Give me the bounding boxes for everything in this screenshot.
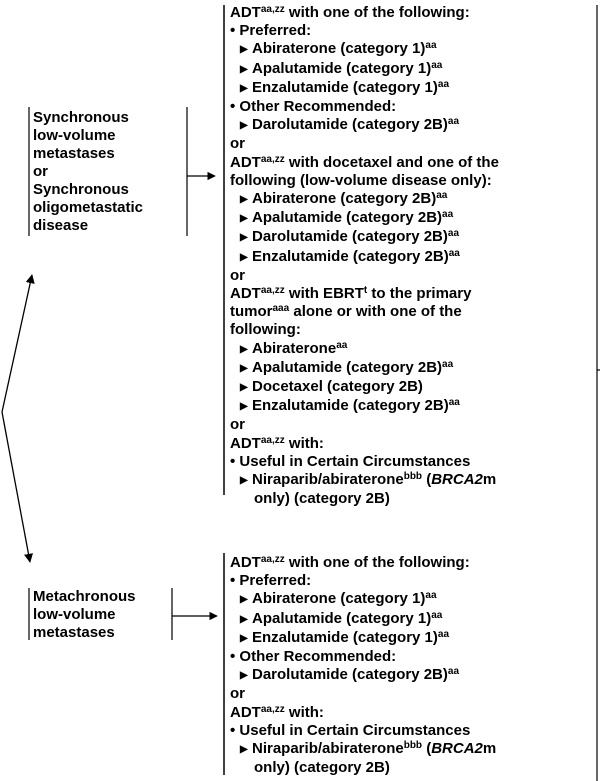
list-item: ▶Darolutamide (category 2B)aa [230, 116, 590, 135]
triangle-right-icon: ▶ [240, 82, 248, 94]
label-line: oligometastatic [33, 199, 144, 216]
list-item: ▶Darolutamide (category 2B)aa [230, 228, 590, 247]
list-item-cont: only) (category 2B) [254, 490, 390, 508]
triangle-right-icon: ▶ [240, 613, 248, 625]
list-item: ▶Apalutamide (category 1)aa [230, 610, 590, 629]
triangle-right-icon: ▶ [240, 232, 248, 244]
option-heading: ADTaa,zz with one of the following: [230, 554, 470, 571]
triangle-right-icon: ▶ [240, 44, 248, 56]
or-separator: or [230, 416, 245, 434]
list-item: ▶Niraparib/abirateronebbb (BRCA2m [230, 471, 590, 490]
list-item: ▶Enzalutamide (category 1)aa [230, 79, 590, 98]
triangle-right-icon: ▶ [240, 401, 248, 413]
triangle-right-icon: ▶ [240, 475, 248, 487]
triangle-right-icon: ▶ [240, 632, 248, 644]
triangle-right-icon: ▶ [240, 744, 248, 756]
option-heading-cont: following (low-volume disease only): [230, 171, 492, 189]
option-heading: ADTaa,zz with: [230, 703, 324, 721]
synchronous-label: Synchronous low-volume metastases or Syn… [33, 109, 143, 235]
metachronous-label: Metachronous low-volume metastases [33, 588, 136, 642]
label-line: Synchronous [33, 109, 129, 126]
option-heading: ADTaa,zz with: [230, 434, 324, 452]
synchronous-treatment-block: ADTaa,zz with one of the following: • Pr… [230, 4, 590, 508]
list-item: ▶Niraparib/abirateronebbb (BRCA2m [230, 740, 590, 759]
option-heading: ADTaa,zz with docetaxel and one of the [230, 153, 499, 171]
list-item: ▶Abiraterone (category 1)aa [230, 40, 590, 59]
option-heading-cont: tumoraaa alone or with one of the [230, 303, 462, 321]
label-line: low-volume [33, 127, 116, 144]
other-recommended-heading: • Other Recommended: [230, 98, 397, 116]
label-line: Synchronous [33, 181, 129, 198]
or-separator: or [230, 685, 245, 703]
list-item: ▶Abiraterone (category 2B)aa [230, 190, 590, 209]
triangle-right-icon: ▶ [240, 194, 248, 206]
triangle-right-icon: ▶ [240, 63, 248, 75]
triangle-right-icon: ▶ [240, 120, 248, 132]
label-line: disease [33, 217, 89, 234]
useful-heading: • Useful in Certain Circumstances [230, 452, 471, 470]
list-item: ▶Enzalutamide (category 2B)aa [230, 397, 590, 416]
triangle-right-icon: ▶ [240, 670, 248, 682]
preferred-heading: • Preferred: [230, 572, 312, 590]
option-heading-cont: following: [230, 321, 301, 339]
arrow-down-to-metachronous [1, 411, 33, 563]
option-heading: ADTaa,zz with one of the following: [230, 4, 470, 21]
metachronous-treatment-block: ADTaa,zz with one of the following: • Pr… [230, 554, 590, 777]
list-item: ▶Enzalutamide (category 1)aa [230, 629, 590, 648]
or-separator: or [230, 135, 245, 153]
list-item: ▶Apalutamide (category 2B)aa [230, 359, 590, 378]
label-line: low-volume [33, 606, 116, 623]
list-item: ▶Apalutamide (category 2B)aa [230, 209, 590, 228]
other-recommended-heading: • Other Recommended: [230, 648, 397, 666]
label-line: metastases [33, 145, 115, 162]
list-item: ▶Apalutamide (category 1)aa [230, 60, 590, 79]
label-line: metastases [33, 624, 115, 641]
triangle-right-icon: ▶ [240, 594, 248, 606]
useful-heading: • Useful in Certain Circumstances [230, 721, 471, 739]
label-line: Metachronous [33, 588, 136, 605]
preferred-heading: • Preferred: [230, 22, 312, 40]
triangle-right-icon: ▶ [240, 343, 248, 355]
option-heading: ADTaa,zz with EBRTt to the primary [230, 285, 472, 303]
triangle-right-icon: ▶ [240, 362, 248, 374]
triangle-right-icon: ▶ [240, 213, 248, 225]
triangle-right-icon: ▶ [240, 251, 248, 263]
list-item: ▶Abirateroneaa [230, 340, 590, 359]
label-line: or [33, 163, 48, 180]
list-item-cont: only) (category 2B) [254, 759, 390, 777]
list-item: ▶Abiraterone (category 1)aa [230, 590, 590, 609]
list-item: ▶Enzalutamide (category 2B)aa [230, 248, 590, 267]
list-item: ▶Darolutamide (category 2B)aa [230, 666, 590, 685]
or-separator: or [230, 266, 245, 284]
triangle-right-icon: ▶ [240, 382, 248, 394]
arrow-up-to-synchronous [1, 274, 35, 413]
list-item: ▶Docetaxel (category 2B) [230, 378, 590, 397]
